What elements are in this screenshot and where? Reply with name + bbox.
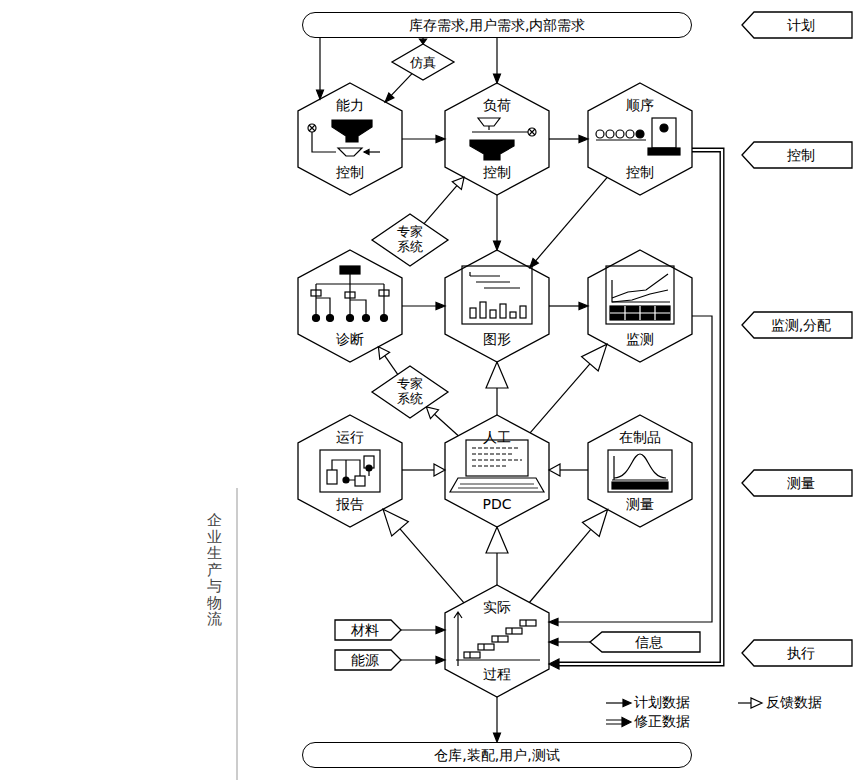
connector [486,362,508,415]
function-hexagon: 图形 [445,250,549,362]
connector [549,136,588,143]
function-hexagon: 运行报告 [298,415,402,527]
node-text: 运行 [336,429,364,446]
node-text: 材料 [351,622,379,639]
input-tag: 能源 [335,650,401,670]
node-text: 仿真 [410,54,436,71]
hexagon-icons [308,118,680,666]
connector [402,303,445,310]
node-text: 控制 [787,147,815,164]
connector [317,38,324,99]
connector [549,316,712,626]
function-hexagon: 实际过程 [445,585,549,697]
connector [420,38,427,44]
function-hexagon: 能力控制 [298,83,402,195]
node-text: 专家系统 [397,377,423,407]
level-tag: 测量 [742,470,852,496]
node-text: 控制 [626,164,654,181]
connector [424,177,464,223]
connector [402,464,445,476]
connector [378,347,397,375]
connector [401,657,445,664]
connector [530,344,607,433]
node-text: 能源 [351,652,379,669]
legend-text: 计划数据 [634,694,690,711]
node-text: 报告 [336,496,364,513]
function-hexagon: 监测 [588,250,692,362]
node-text: PDC [483,496,512,513]
function-hexagon: 顺序控制 [588,83,692,195]
connector [549,303,588,310]
decision-diamond: 专家系统 [372,214,448,266]
node-text: 测量 [626,496,654,513]
connector [494,195,501,250]
level-tag: 计划 [742,12,852,38]
connector [530,177,607,267]
node-text: 专家系统 [397,225,423,255]
function-hexagon: 在制品测量 [588,415,692,527]
margin-rule [237,488,238,780]
flow-band: 仓库,装配,用户,测试 [302,742,692,768]
node-text: 在制品 [619,429,661,446]
function-hexagon: 人工 PDC [445,415,549,527]
connector [549,464,588,476]
decision-diamond: 仿真 [392,44,454,80]
connector [494,697,501,742]
connector [549,639,590,646]
legend-text: 反馈数据 [766,694,822,711]
legend-text: 修正数据 [634,713,690,730]
node-text: 控制 [483,164,511,181]
node-text: 执行 [787,645,815,662]
node-text: 监测,分配 [771,317,831,334]
level-tag: 控制 [742,142,852,168]
connector [385,74,412,102]
connector [383,509,464,603]
node-text: 测量 [787,475,815,492]
node-text: 顺序 [626,97,654,114]
function-hexagon: 负荷控制 [445,83,549,195]
node-text: 能力 [336,97,364,114]
node-text: 负荷 [483,97,511,114]
level-tag: 信息 [590,632,700,652]
node-text: 实际 [483,599,511,616]
node-text: 人工 [483,429,511,446]
node-text: 信息 [635,634,663,651]
node-text: 过程 [483,666,511,683]
flow-band: 库存需求,用户需求,内部需求 [302,12,692,38]
level-tag: 执行 [742,640,852,666]
connector [426,407,458,436]
input-tag: 材料 [335,620,401,640]
node-text: 监测 [626,331,654,348]
node-text: 图形 [483,331,511,348]
connector [401,627,445,634]
node-text: 计划 [787,17,815,34]
level-tag: 监测,分配 [742,312,852,338]
node-text: 控制 [336,164,364,181]
node-text: 仓库,装配,用户,测试 [434,747,559,764]
connector [549,150,722,669]
function-hexagon: 诊断 [298,250,402,362]
node-text: 库存需求,用户需求,内部需求 [409,17,586,34]
node-text: 诊断 [336,331,364,348]
connector [486,527,508,585]
decision-diamond: 专家系统 [372,366,448,418]
margin-label: 企业生产与物流 [207,512,222,628]
connector [529,510,607,603]
connector [494,38,501,83]
connector [402,136,445,143]
